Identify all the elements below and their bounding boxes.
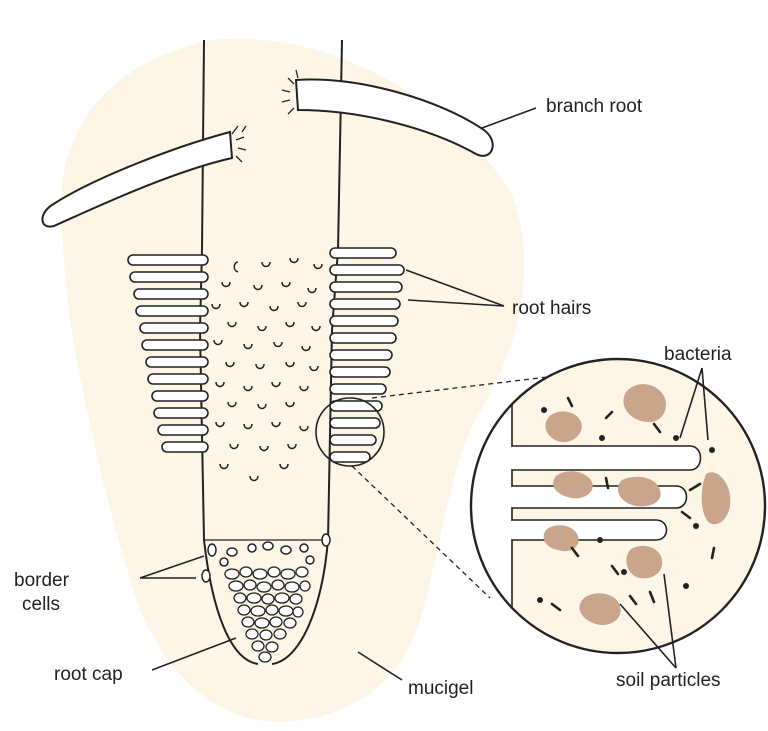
- label-bacteria: bacteria: [664, 344, 732, 365]
- root-hairs-left: [127, 254, 209, 453]
- branch-root-right: [281, 69, 494, 157]
- label-root-hairs: root hairs: [512, 298, 591, 319]
- label-soil-particles: soil particles: [616, 670, 721, 691]
- label-root-cap: root cap: [54, 664, 123, 685]
- label-mucigel: mucigel: [408, 678, 473, 699]
- root-hairs-right: [329, 247, 405, 463]
- label-border-cells-line2: cells: [22, 594, 60, 615]
- label-border-cells-line1: border: [14, 570, 70, 591]
- mucigel-region: [60, 38, 525, 723]
- border-cells: [201, 533, 331, 583]
- hair-bases: [211, 257, 323, 482]
- detail-source-circle: [315, 397, 385, 467]
- label-branch-root: branch root: [546, 96, 643, 117]
- root-cap: [224, 566, 311, 663]
- magnified-view: [469, 357, 767, 655]
- magnify-connectors: [351, 375, 557, 599]
- leader-lines: [139, 107, 709, 681]
- branch-root-left: [41, 125, 247, 228]
